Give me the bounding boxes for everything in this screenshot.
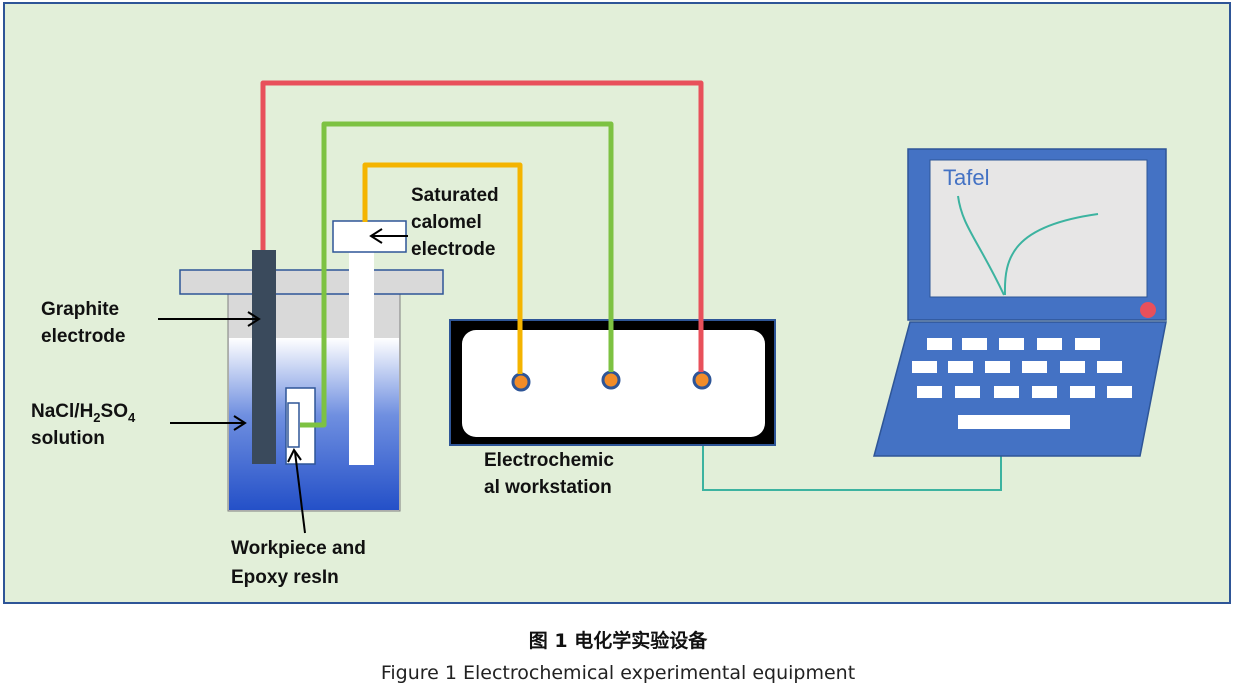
workpiece-label-line1: Workpiece and (231, 538, 366, 559)
workstation-label-line2: al workstation (484, 477, 612, 498)
screen-title: Tafel (943, 165, 989, 190)
calomel-label-line2: calomel (411, 212, 482, 233)
workpiece-label: Workpiece and Epoxy resIn (231, 538, 371, 588)
diagram: Tafel (3, 2, 1231, 604)
wire-yellow (362, 162, 523, 374)
wire-teal (702, 446, 1002, 491)
solution-label-line2: solution (31, 428, 105, 449)
keyboard (912, 338, 1132, 429)
solution-label: NaCl/H2SO4 solution (31, 401, 141, 449)
solution-label-sub1: 2 (93, 410, 100, 425)
arrows (158, 228, 408, 534)
wire-red (260, 80, 704, 372)
graphite-label-line1: Graphite (41, 299, 119, 320)
graphite-label: Graphite electrode (41, 299, 125, 347)
calomel-label-line3: electrode (411, 239, 495, 260)
terminal-red (692, 370, 712, 390)
cell-lid (179, 269, 444, 295)
laptop-base (873, 321, 1167, 457)
solution-label-mid: SO (101, 401, 128, 422)
terminal-yellow (511, 372, 531, 392)
calomel-label: Saturated calomel electrode (411, 185, 504, 260)
workstation-label: Electrochemic al workstation (484, 450, 619, 498)
wire-green (300, 121, 614, 428)
graphite-electrode (252, 250, 276, 464)
tafel-curve-right (1003, 213, 1099, 296)
tafel-curve-left (957, 195, 1005, 296)
workpiece (287, 402, 300, 448)
power-led (1140, 302, 1156, 318)
calomel-electrode-tube (349, 225, 374, 465)
workstation-label-line1: Electrochemic (484, 450, 614, 471)
solution-label-sub2: 4 (128, 410, 136, 425)
caption-chinese: 图 1 电化学实验设备 (528, 630, 708, 652)
terminal-green (601, 370, 621, 390)
laptop-screen (929, 159, 1148, 298)
calomel-label-line1: Saturated (411, 185, 499, 206)
caption-english: Figure 1 Electrochemical experimental eq… (380, 662, 856, 684)
laptop: Tafel (873, 148, 1167, 457)
graphite-label-line2: electrode (41, 326, 125, 347)
workpiece-label-line2: Epoxy resIn (231, 567, 339, 588)
solution-label-prefix: NaCl/H (31, 401, 93, 422)
